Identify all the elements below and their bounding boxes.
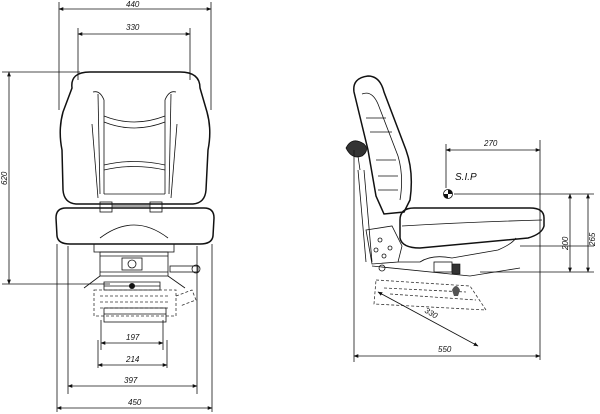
dim-label-200: 200 xyxy=(561,236,570,251)
dim-label-197: 197 xyxy=(126,333,140,342)
side-base-mechanism xyxy=(371,237,521,311)
dim-label-214: 214 xyxy=(125,355,140,364)
backrest-hinges xyxy=(99,201,163,213)
dim-depth: 550 xyxy=(353,150,541,362)
dim-label-450: 450 xyxy=(128,398,142,407)
dim-rail-inner: 197 xyxy=(100,320,164,350)
dim-label-265: 265 xyxy=(588,232,597,247)
suspension-mechanism xyxy=(83,243,201,323)
dim-label-440: 440 xyxy=(126,0,140,9)
dim-label-620: 620 xyxy=(0,171,9,185)
dim-label-slide-330: 330 xyxy=(423,306,440,321)
side-backrest xyxy=(353,75,413,215)
dim-rail-outer: 397 xyxy=(67,246,198,394)
dim-base-width: 450 xyxy=(56,244,213,412)
dim-top-width: 440 xyxy=(58,0,212,110)
dim-slide-travel: 330 xyxy=(377,291,479,347)
side-seat-seam xyxy=(401,219,543,227)
dim-cushion-height: 200 xyxy=(561,193,572,273)
side-backrest-ribs xyxy=(366,117,398,191)
side-backrest-inner xyxy=(361,92,402,201)
dim-back-width: 330 xyxy=(77,23,191,80)
dim-label-550: 550 xyxy=(438,345,452,354)
side-view: S.I.P 270 200 265 xyxy=(345,75,597,362)
dim-total-height: 265 xyxy=(586,193,597,273)
backrest-pattern xyxy=(91,91,178,199)
dim-label-397: 397 xyxy=(124,376,138,385)
side-frame xyxy=(357,169,403,265)
seat-cushion xyxy=(55,207,215,245)
dim-label-270: 270 xyxy=(483,139,498,148)
front-view: 440 330 620 xyxy=(0,0,215,412)
sip-point: S.I.P xyxy=(443,172,477,199)
dim-sip-offset: 270 xyxy=(445,139,541,360)
backrest-outline xyxy=(59,71,211,205)
dim-label-330: 330 xyxy=(126,23,140,32)
dim-rail-mid: 214 xyxy=(97,340,168,368)
sip-label: S.I.P xyxy=(455,172,477,183)
seat-contour xyxy=(99,224,169,239)
side-seat-cushion xyxy=(399,207,545,249)
lever-knob xyxy=(345,140,367,171)
dim-height: 620 xyxy=(0,71,110,285)
